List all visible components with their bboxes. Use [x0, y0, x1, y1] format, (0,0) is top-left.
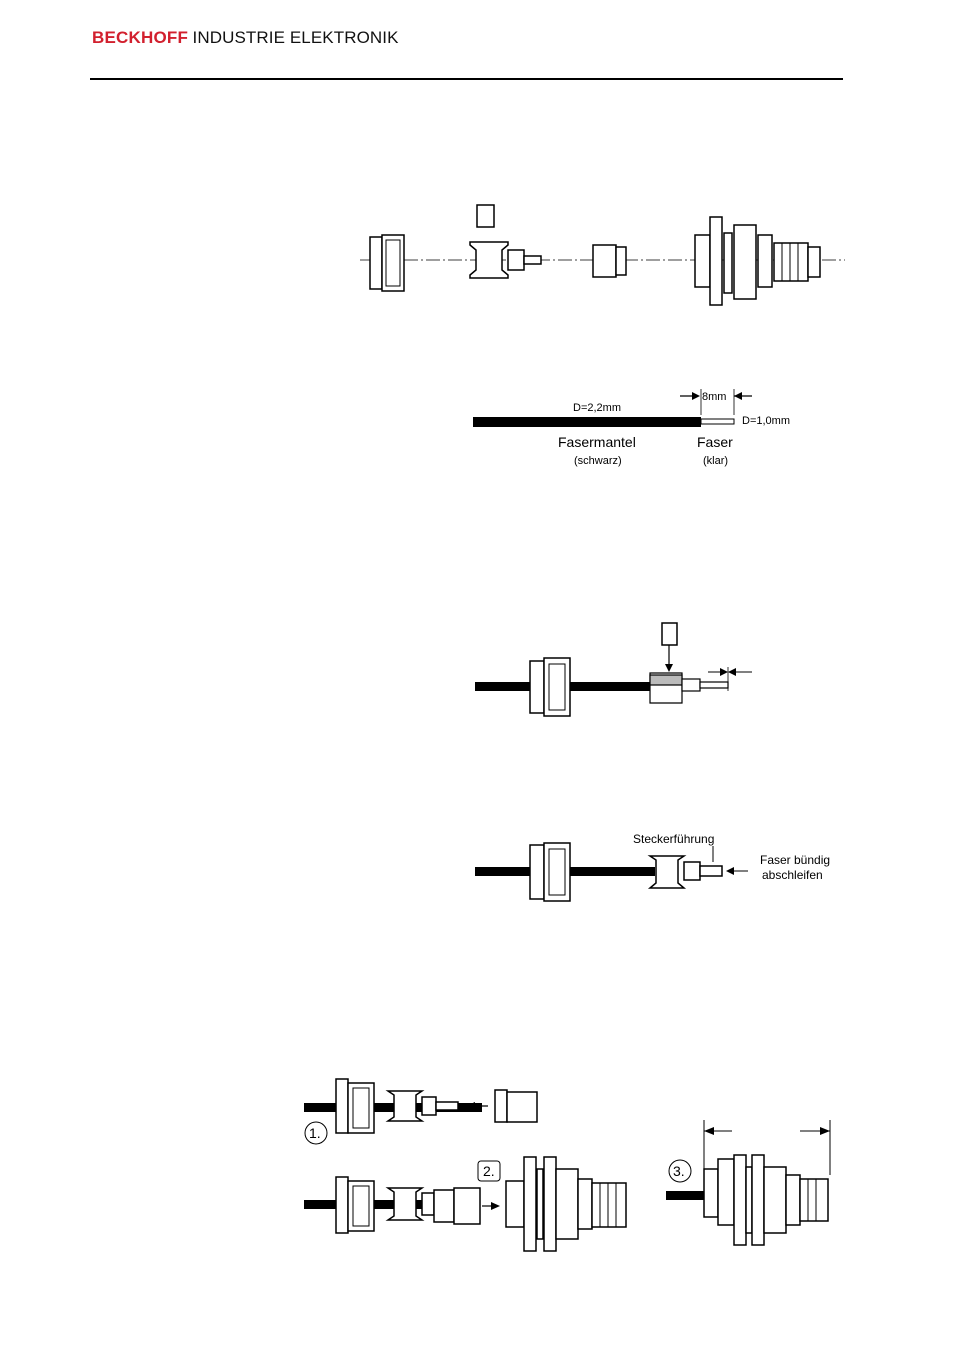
- nut-on-fiber-2: [529, 842, 571, 902]
- step2-housing: [505, 1156, 627, 1252]
- step1-label: 1.: [309, 1125, 321, 1141]
- figure-assembly-steps: 1. 2.: [304, 1078, 831, 1252]
- fiber-sublabel: (klar): [703, 455, 728, 467]
- grind-label-line2: abschleifen: [762, 868, 823, 882]
- step1-plug-guide: [385, 1090, 459, 1122]
- crimp-sleeve-part: [476, 204, 495, 228]
- fiber-label: Faser: [697, 434, 733, 450]
- header-rule: [90, 78, 843, 80]
- nut-on-fiber: [529, 657, 571, 717]
- plug-guide: [647, 855, 723, 889]
- plug-guide-section: [649, 672, 729, 704]
- figure-crimp: [475, 622, 752, 717]
- step2-badge: [477, 1160, 501, 1182]
- fiber-jacket: [473, 417, 701, 427]
- figure-grind: Steckerführung Faser bündig abschleifen: [475, 832, 830, 902]
- step3-assembled-connector: [703, 1154, 829, 1246]
- step1-badge: [304, 1121, 328, 1145]
- brand-logo: BECKHOFF: [92, 28, 189, 47]
- ferrule-part: [592, 244, 627, 278]
- step3-label: 3.: [673, 1163, 685, 1179]
- dim-length-label: 8mm: [702, 391, 726, 403]
- jacket-label: Fasermantel: [558, 434, 636, 450]
- figure-fiber-dimensions: 8mm D=2,2mm D=1,0mm Fasermantel (schwarz…: [473, 389, 790, 467]
- plug-guide-label: Steckerführung: [633, 832, 714, 846]
- grind-label-line1: Faser bündig: [760, 853, 830, 867]
- dia-fiber-label: D=1,0mm: [742, 415, 790, 427]
- step1-nut: [335, 1078, 375, 1134]
- crimp-sleeve: [661, 622, 678, 646]
- step3-badge: [668, 1159, 692, 1183]
- housing-part: [694, 216, 821, 306]
- step2-assembly: [385, 1187, 481, 1225]
- page-header: BECKHOFF INDUSTRIE ELEKTRONIK: [92, 28, 399, 52]
- nut-part: [369, 234, 405, 292]
- step2-label: 2.: [483, 1163, 495, 1179]
- step2-nut: [335, 1176, 375, 1234]
- dia-jacket-label: D=2,2mm: [573, 402, 621, 414]
- figure-exploded-connector: [360, 204, 845, 306]
- header-subtitle: INDUSTRIE ELEKTRONIK: [192, 28, 399, 47]
- plug-guide-part: [469, 241, 542, 279]
- jacket-sublabel: (schwarz): [574, 455, 622, 467]
- fiber-core: [700, 418, 735, 425]
- step1-ferrule: [494, 1089, 538, 1123]
